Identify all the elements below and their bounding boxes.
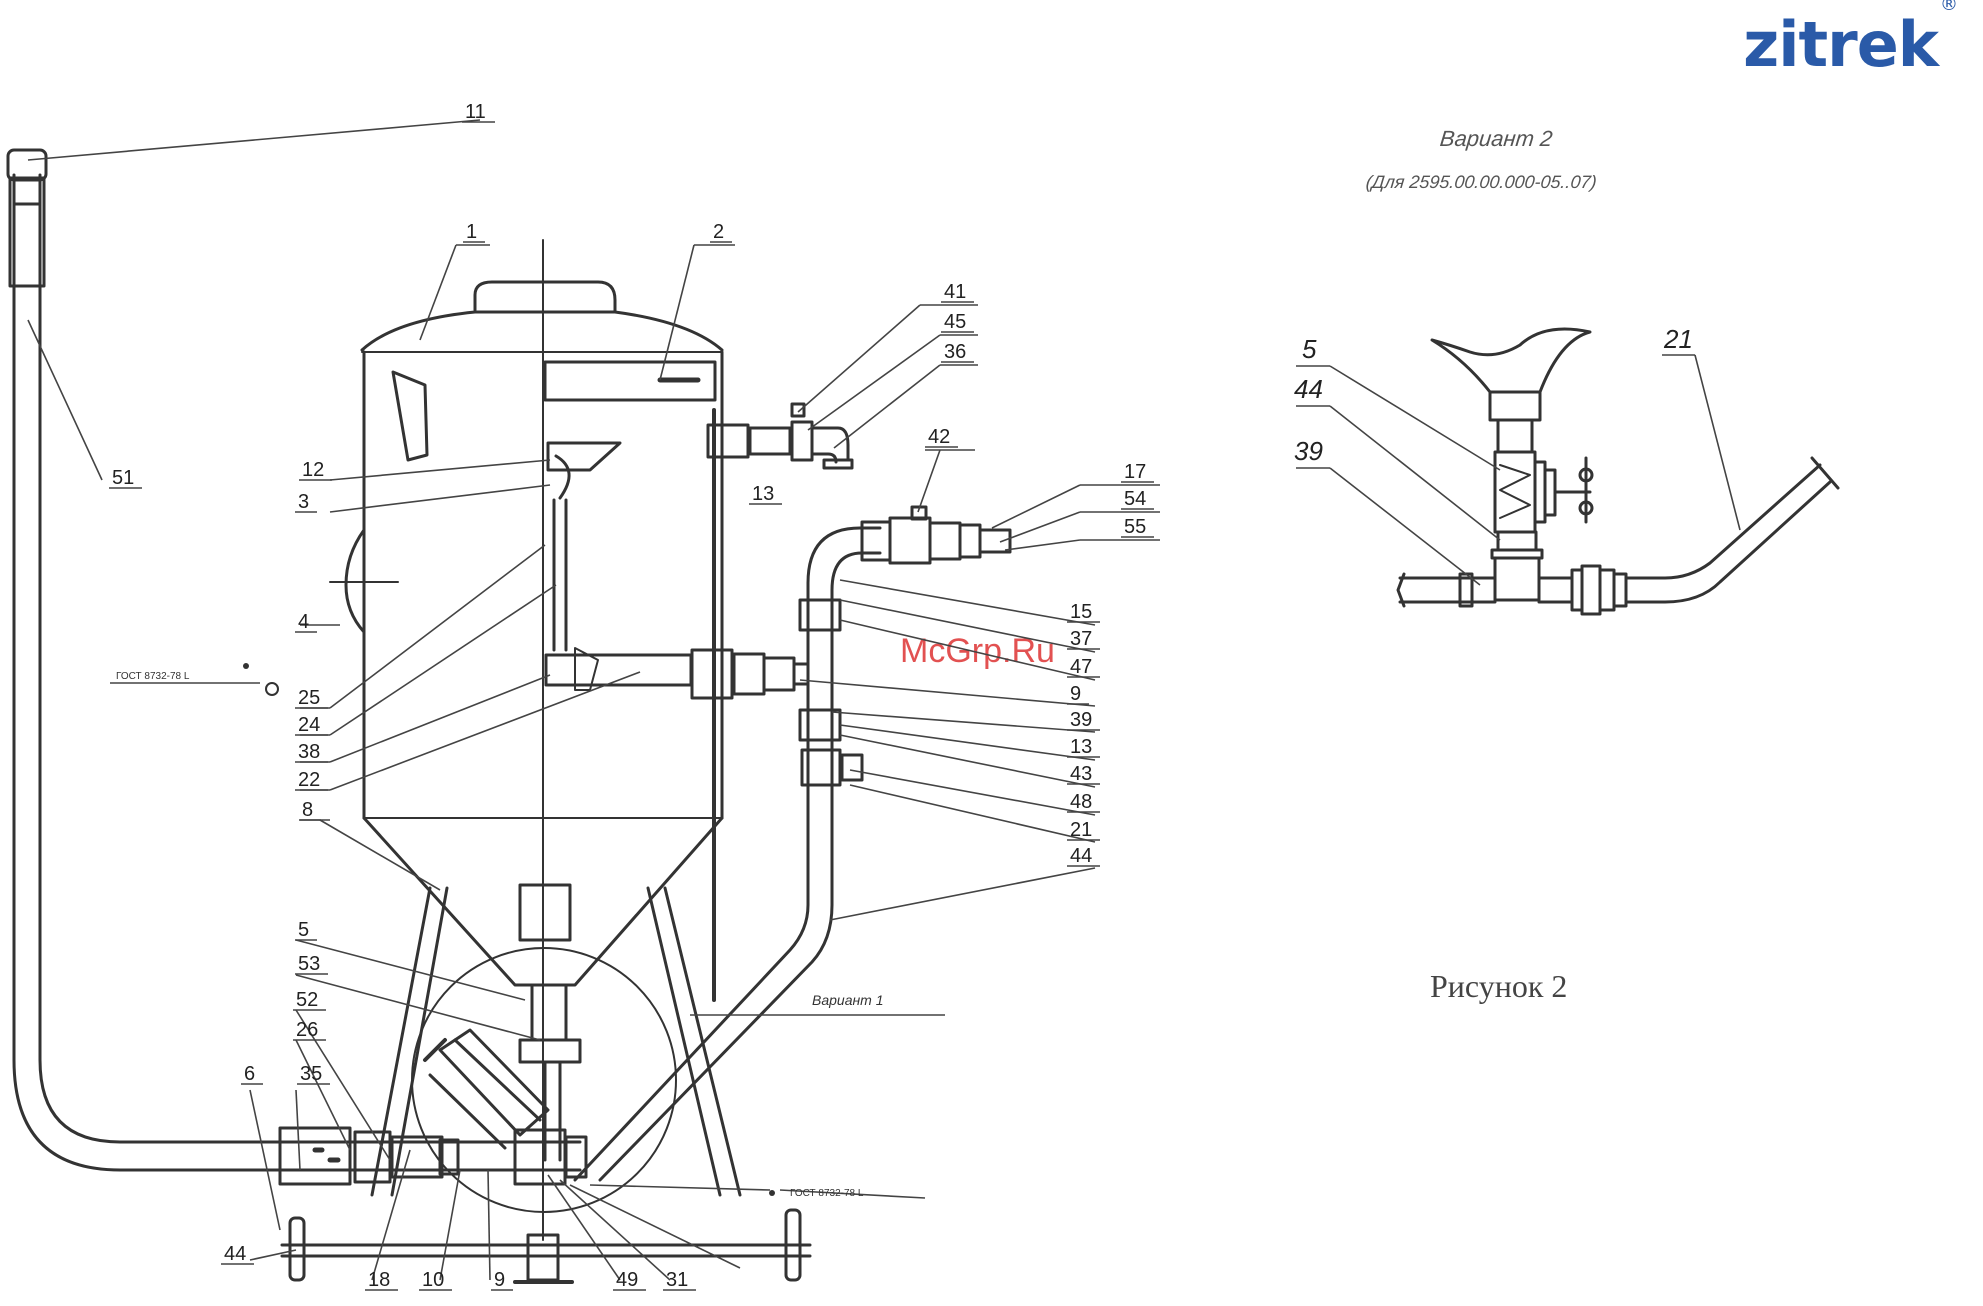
variant2-callout-39: 39 [1294,436,1323,466]
callout-48: 48 [1070,791,1092,813]
callout-37: 37 [1070,628,1092,650]
callout-13: 13 [752,483,774,505]
callout-3: 3 [298,491,309,513]
callout-44: 44 [224,1243,246,1265]
callout-45: 45 [944,311,966,333]
callout-21: 21 [1070,819,1092,841]
callout-52: 52 [296,989,318,1011]
callout-6: 6 [244,1063,255,1085]
callout-9: 9 [1070,683,1081,705]
callout-10: 10 [422,1269,444,1291]
callout-31: 31 [666,1269,688,1291]
gost-label-left: ГОСТ 8732-78 L [116,671,190,682]
callout-18: 18 [368,1269,390,1291]
callout-11: 11 [465,101,486,123]
callout-26: 26 [296,1019,318,1041]
callout-51: 51 [112,467,134,489]
callout-4: 4 [298,611,309,633]
callout-15: 15 [1070,601,1092,623]
callout-22: 22 [298,769,320,791]
callout-25: 25 [298,687,320,709]
callout-47: 47 [1070,656,1092,678]
callout-42: 42 [928,426,950,448]
right-pipework [575,404,1010,1180]
variant2-callout-44: 44 [1294,374,1323,404]
bottom-pipe [228,1128,586,1184]
variant1-label: Вариант 1 [812,992,884,1008]
callout-44: 44 [1070,845,1092,867]
callout-24: 24 [298,714,320,736]
tank-legs [372,888,740,1212]
callout-39: 39 [1070,709,1092,731]
callout-2: 2 [713,221,724,243]
callout-13: 13 [1070,736,1092,758]
variant2-callout-5: 5 [1302,334,1317,364]
callout-43: 43 [1070,763,1092,785]
callout-41: 41 [944,281,966,303]
callout-1: 1 [466,221,477,243]
gost-label-bottom: ГОСТ 8732-78 L [790,1188,864,1199]
callout-17: 17 [1124,461,1146,483]
callout-8: 8 [302,799,313,821]
callout-36: 36 [944,341,966,363]
variant2-callout-21: 21 [1663,324,1693,354]
hose-assembly [8,150,280,1170]
callouts-variant2: 5 44 39 21 [1294,324,1693,466]
tank-body [330,240,722,1240]
callout-35: 35 [300,1063,322,1085]
wheel-axle [282,1210,810,1282]
variant2-detail [1398,329,1838,614]
callout-5: 5 [298,919,309,941]
callout-53: 53 [298,953,320,975]
callout-12: 12 [302,459,324,481]
callout-55: 55 [1124,516,1146,538]
callout-9: 9 [494,1269,505,1291]
callout-38: 38 [298,741,320,763]
callout-54: 54 [1124,488,1146,510]
callout-49: 49 [616,1269,638,1291]
